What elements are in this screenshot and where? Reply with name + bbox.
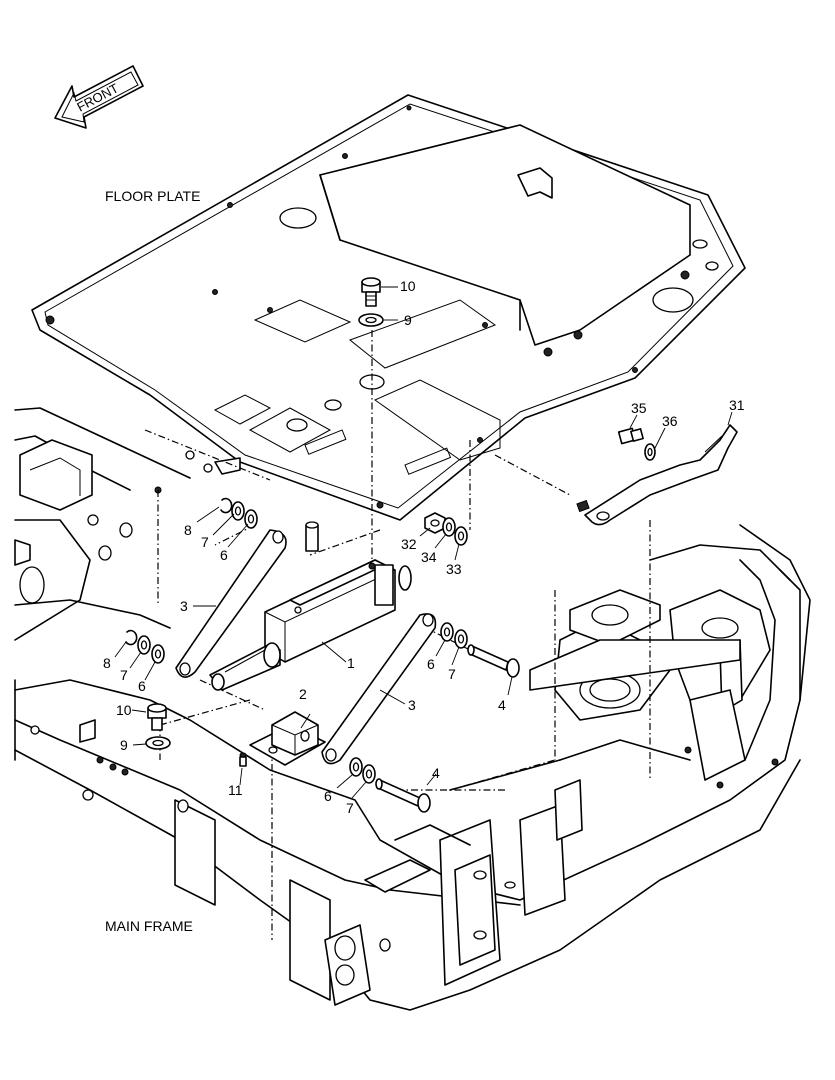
callout-leaders	[114, 286, 733, 799]
callout-2: 2	[299, 686, 307, 702]
callout-6-right: 6	[427, 656, 435, 672]
callout-34: 34	[421, 549, 437, 565]
callout-32: 32	[401, 536, 417, 552]
callout-10-upper: 10	[400, 278, 416, 294]
snap-ring-8-upper	[220, 497, 233, 514]
washer-6-right	[440, 622, 454, 642]
callout-35: 35	[631, 400, 647, 416]
callout-7-lower: 7	[346, 800, 354, 816]
callout-31: 31	[729, 397, 745, 413]
callout-7-upper: 7	[201, 534, 209, 550]
main-frame	[14, 407, 811, 1011]
callout-9-upper: 9	[404, 312, 412, 328]
main-frame-label: MAIN FRAME	[105, 918, 193, 934]
callout-9-lower: 9	[120, 737, 128, 753]
callout-8-lower: 8	[103, 655, 111, 671]
bolt-10-upper	[361, 277, 381, 307]
callout-8-upper: 8	[184, 522, 192, 538]
bolt-10-lower	[147, 703, 167, 731]
bolt-35	[617, 427, 644, 445]
grease-fitting-11	[239, 752, 247, 767]
washer-7-right	[454, 629, 468, 649]
washer-34	[442, 517, 456, 537]
front-arrow-icon	[54, 65, 144, 129]
snap-ring-8-lower	[125, 629, 138, 646]
floor-plate	[31, 94, 746, 521]
link-3-lower	[321, 613, 437, 765]
washer-7-lower	[362, 764, 376, 784]
callout-10-lower: 10	[116, 702, 132, 718]
washer-9-upper	[358, 313, 384, 327]
callout-3-lower: 3	[408, 697, 416, 713]
cylinder-1	[209, 559, 412, 691]
pin-4-upper	[467, 644, 520, 678]
callout-6-lower-left: 6	[138, 678, 146, 694]
washer-33	[454, 526, 468, 546]
washer-6-upper	[244, 509, 258, 529]
callout-6-lower: 6	[324, 788, 332, 804]
callout-6-upper: 6	[220, 547, 228, 563]
pin-4-lower	[375, 778, 431, 813]
callout-11: 11	[228, 782, 243, 798]
callout-36: 36	[662, 413, 678, 429]
callout-33: 33	[446, 561, 462, 577]
rod-31	[576, 424, 738, 526]
washer-6-lower	[349, 757, 363, 777]
washer-6-lower-left	[151, 644, 165, 664]
bracket-2	[249, 711, 326, 766]
washer-36	[644, 443, 656, 461]
callout-4-lower: 4	[432, 765, 440, 781]
callout-1: 1	[347, 655, 355, 671]
link-3-upper	[175, 529, 287, 678]
floor-plate-label: FLOOR PLATE	[105, 188, 200, 204]
washer-9-lower	[145, 736, 171, 750]
callout-4-upper: 4	[498, 697, 506, 713]
washer-7-lower-left	[137, 635, 151, 655]
callout-3-upper: 3	[180, 598, 188, 614]
callout-7-lower-left: 7	[120, 667, 128, 683]
callout-7-right: 7	[448, 666, 456, 682]
washer-7-upper	[231, 501, 245, 521]
